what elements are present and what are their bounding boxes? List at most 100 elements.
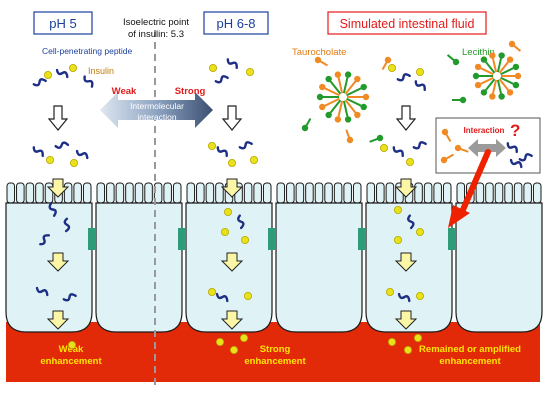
microvillus xyxy=(63,182,73,204)
surfactant-head xyxy=(344,116,352,123)
microvillus xyxy=(513,182,523,204)
surfactant-head xyxy=(459,96,467,104)
surfactant-tail xyxy=(346,87,362,97)
taurocholate-label: Taurocholate xyxy=(292,47,346,58)
microvillus xyxy=(314,182,324,204)
sif-header-box xyxy=(327,11,487,35)
insulin-molecule xyxy=(415,227,425,237)
microvillus xyxy=(333,182,343,204)
insulin-molecule xyxy=(220,227,230,237)
surfactant-head xyxy=(489,93,496,100)
microvillus xyxy=(295,182,305,204)
microvillus xyxy=(115,182,125,204)
cell-penetrating-peptide xyxy=(238,139,253,152)
lecithin-label: Lecithin xyxy=(462,47,495,58)
transport-arrow xyxy=(396,105,416,131)
microvillus xyxy=(433,182,442,204)
insulin-molecule xyxy=(69,64,77,72)
transport-arrow xyxy=(48,105,68,131)
epithelial-cell xyxy=(95,182,183,333)
surfactant-tail xyxy=(329,80,342,95)
surfactant-head xyxy=(354,75,361,83)
cell-penetrating-peptide xyxy=(54,68,70,79)
surfactant-tail xyxy=(496,79,502,94)
cell-penetrating-peptide xyxy=(412,139,427,152)
cell-penetrating-peptide xyxy=(215,145,230,158)
insulin-molecule xyxy=(393,205,403,215)
red-pointer-arrow-head xyxy=(448,205,470,228)
surfactant-head xyxy=(334,116,342,123)
microvillus xyxy=(276,182,286,204)
taurocholate-molecule xyxy=(441,128,452,143)
cell-penetrating-peptide xyxy=(54,140,70,151)
microvillus xyxy=(475,182,485,204)
surfactant-head xyxy=(325,111,332,119)
surfactant-head xyxy=(489,52,496,59)
surfactant-tail xyxy=(480,67,494,76)
surfactant-head xyxy=(474,63,482,71)
isoelectric-label-line2: of insulin: 5.3 xyxy=(128,29,184,40)
result1-line1: Weak xyxy=(59,344,84,355)
microvillus xyxy=(366,182,376,204)
insulin-molecule xyxy=(385,287,395,297)
microvillus xyxy=(134,182,144,204)
insulin-molecule xyxy=(387,337,397,347)
insulin-molecule xyxy=(223,207,233,217)
microvillus xyxy=(186,182,196,204)
microvillus xyxy=(494,182,504,204)
interaction-question-mark: ? xyxy=(510,121,520,140)
microvillus xyxy=(352,182,362,204)
lecithin-molecule xyxy=(301,117,312,132)
cell-penetrating-peptide xyxy=(74,149,90,160)
insulin-molecule xyxy=(68,340,76,350)
cell-penetrating-peptide xyxy=(413,79,428,92)
ph68-label: pH 6-8 xyxy=(216,16,255,31)
surfactant-head xyxy=(512,63,520,71)
surfactant-tail xyxy=(496,58,502,73)
microvillus xyxy=(385,182,395,204)
surfactant-tail xyxy=(344,80,357,95)
microvillus xyxy=(196,182,205,204)
insulin-molecule xyxy=(70,158,78,168)
surfactant-head xyxy=(441,128,449,136)
cell-body xyxy=(5,202,93,333)
cell-penetrating-peptide xyxy=(214,73,229,86)
surfactant-head xyxy=(506,89,514,96)
tight-junction xyxy=(358,228,366,250)
microvillus xyxy=(73,182,82,204)
cell-body xyxy=(275,202,363,333)
taurocholate-molecule xyxy=(381,56,392,71)
surfactant-head xyxy=(354,111,361,119)
isoelectric-label-line1: Isoelectric point xyxy=(123,17,189,28)
surfactant-head xyxy=(334,71,342,78)
surfactant-head xyxy=(301,124,309,132)
mixed-micelle xyxy=(472,52,522,100)
surfactant-tail xyxy=(342,100,349,117)
insulin-molecule xyxy=(413,333,423,343)
transport-arrow xyxy=(222,105,242,131)
microvillus xyxy=(376,182,385,204)
epithelial-cell xyxy=(275,182,363,333)
microvillus xyxy=(414,182,423,204)
surfactant-tail xyxy=(480,76,494,85)
microvillus xyxy=(262,182,272,204)
result1-line2: enhancement xyxy=(40,356,102,367)
microvillus xyxy=(324,182,333,204)
microvillus xyxy=(144,182,153,204)
surfactant-tail xyxy=(498,78,510,91)
surfactant-head xyxy=(440,156,448,164)
surfactant-head xyxy=(452,58,460,66)
lecithin-molecule xyxy=(446,54,460,66)
interaction-label: Interaction xyxy=(464,126,505,135)
microvillus xyxy=(25,182,35,204)
intermolecular-interaction-arrow xyxy=(100,92,213,128)
insulin-molecule xyxy=(403,345,413,355)
surfactant-head xyxy=(325,75,332,83)
ph68-header-box xyxy=(203,11,269,35)
insulin-molecule xyxy=(46,155,54,165)
surfactant-head xyxy=(508,40,516,48)
microvillus xyxy=(485,182,494,204)
surfactant-tail xyxy=(344,99,357,114)
microvillus xyxy=(532,182,542,204)
epithelial-cell xyxy=(5,182,93,333)
